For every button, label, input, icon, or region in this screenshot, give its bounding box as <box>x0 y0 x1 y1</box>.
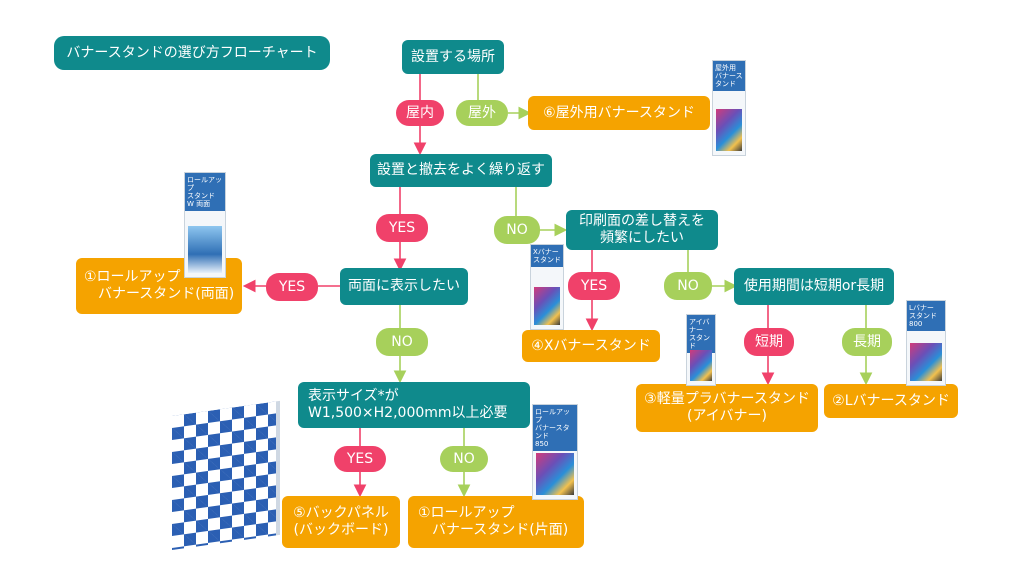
outdoor-stand-photo-art <box>716 108 742 151</box>
node-no3: NO <box>376 328 428 356</box>
outdoor-stand-photo-label: 屋外用 バナースタンド <box>713 61 745 91</box>
node-long: 長期 <box>842 328 892 356</box>
node-short: 短期 <box>744 328 794 356</box>
node-no2: NO <box>664 272 712 300</box>
x-stand-photo: Xバナー スタンド <box>530 244 564 330</box>
outdoor-stand-photo: 屋外用 バナースタンド <box>712 60 746 156</box>
node-no1: NO <box>494 216 540 244</box>
light-stand-photo-label: アイバナー スタンド <box>687 315 715 353</box>
rollup-both-photo-art <box>188 226 222 273</box>
node-place: 設置する場所 <box>402 40 504 74</box>
rollup-both-photo: ロールアップ スタンド W 両面 <box>184 172 226 278</box>
node-repeat: 設置と撤去をよく繰り返す <box>370 154 552 187</box>
node-period: 使用期間は短期or長期 <box>734 268 894 305</box>
x-stand-photo-label: Xバナー スタンド <box>531 245 563 267</box>
node-yes2: YES <box>266 273 318 301</box>
node-rollup-single: ①ロールアップ バナースタンド(片面) <box>408 496 584 548</box>
node-both-sides: 両面に表示したい <box>340 268 468 305</box>
light-stand-photo-art <box>690 349 712 381</box>
l-stand-photo-art <box>910 343 942 381</box>
node-yes3: YES <box>568 272 620 300</box>
node-size: 表示サイズ*が W1,500×H2,000mm以上必要 <box>298 382 530 428</box>
node-x-stand: ④Xバナースタンド <box>522 330 660 362</box>
backpanel-photo <box>172 400 280 550</box>
rollup-both-photo-label: ロールアップ スタンド W 両面 <box>185 173 225 211</box>
l-stand-photo: Lバナー スタンド 800 <box>906 300 946 386</box>
light-stand-photo: アイバナー スタンド <box>686 314 716 386</box>
node-light-stand: ③軽量プラバナースタンド (アイバナー) <box>636 384 818 432</box>
node-l-stand: ②Lバナースタンド <box>824 384 958 418</box>
node-indoor: 屋内 <box>396 100 444 126</box>
node-no4: NO <box>440 446 488 472</box>
x-stand-photo-art <box>534 287 560 325</box>
rollup-single-photo-label: ロールアップ バナースタンド 850 <box>533 405 577 451</box>
node-outdoor: 屋外 <box>456 100 508 126</box>
node-backpanel: ⑤バックパネル (バックボード) <box>282 496 400 548</box>
node-yes4: YES <box>334 446 386 472</box>
node-outdoor-stand: ⑥屋外用バナースタンド <box>528 96 710 130</box>
rollup-single-photo-art <box>536 452 574 495</box>
node-yes1: YES <box>376 214 428 242</box>
l-stand-photo-label: Lバナー スタンド 800 <box>907 301 945 331</box>
rollup-single-photo: ロールアップ バナースタンド 850 <box>532 404 578 500</box>
chart-title: バナースタンドの選び方フローチャート <box>54 36 330 70</box>
node-swap: 印刷面の差し替えを 頻繁にしたい <box>566 210 718 250</box>
